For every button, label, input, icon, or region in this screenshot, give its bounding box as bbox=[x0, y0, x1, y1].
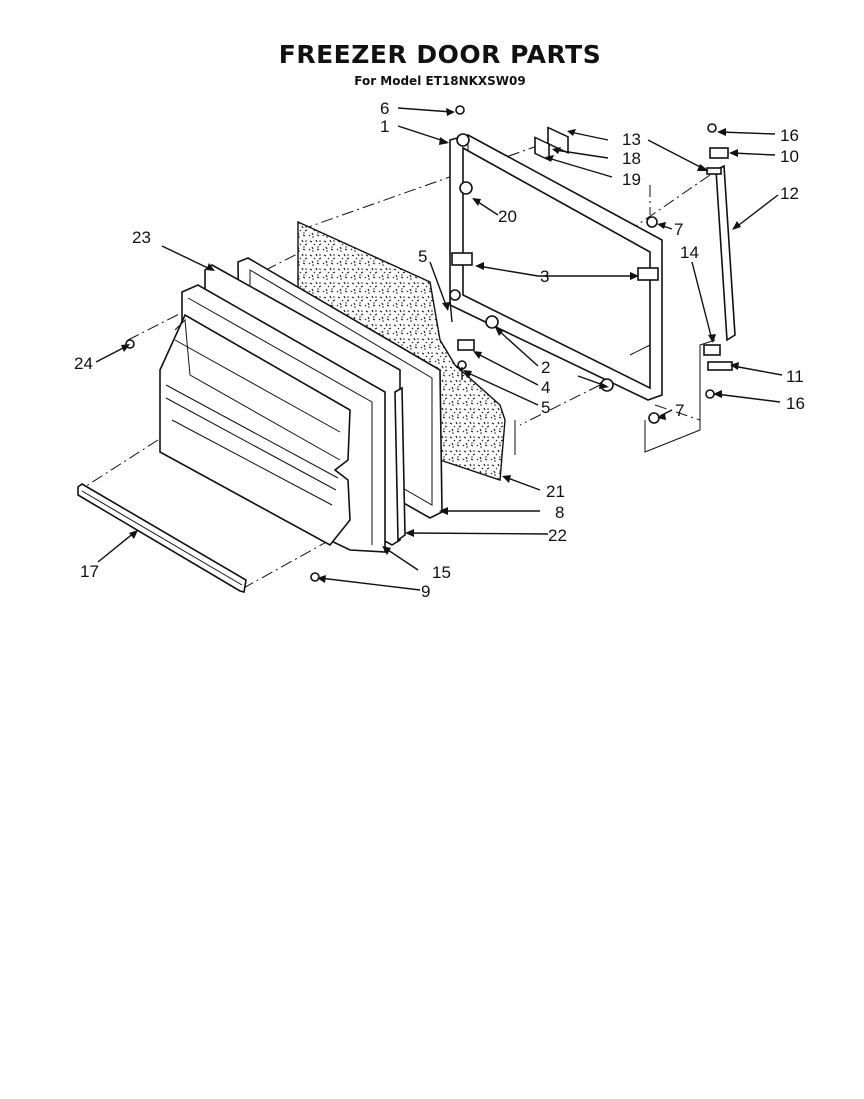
callout-8: 8 bbox=[555, 503, 564, 522]
callout-9: 9 bbox=[421, 582, 430, 601]
handle-channel-part bbox=[394, 386, 406, 542]
door-liner-part bbox=[159, 313, 351, 547]
page-subtitle: For Model ET18NKXSW09 bbox=[354, 74, 526, 88]
arrow-heads bbox=[121, 108, 741, 583]
callout-10: 10 bbox=[780, 147, 799, 166]
callout-2: 2 bbox=[541, 358, 550, 377]
page-title: FREEZER DOOR PARTS bbox=[278, 40, 602, 69]
callout-4: 4 bbox=[541, 378, 550, 397]
callout-16b: 16 bbox=[786, 394, 805, 413]
shelf-bar-part bbox=[77, 483, 247, 593]
callout-6: 6 bbox=[380, 99, 389, 118]
callout-5a: 5 bbox=[418, 247, 427, 266]
hardware-parts bbox=[125, 105, 733, 582]
callout-3: 3 bbox=[540, 267, 549, 286]
callout-5b: 5 bbox=[541, 398, 550, 417]
callout-17: 17 bbox=[80, 562, 99, 581]
callout-18: 18 bbox=[622, 149, 641, 168]
callout-11: 11 bbox=[786, 367, 804, 386]
callout-24: 24 bbox=[74, 354, 93, 373]
callout-21: 21 bbox=[546, 482, 565, 501]
callout-15: 15 bbox=[432, 563, 451, 582]
handle-part bbox=[715, 164, 736, 342]
door-frame-part bbox=[449, 134, 663, 401]
callout-19: 19 bbox=[622, 170, 641, 189]
callout-22: 22 bbox=[548, 526, 567, 545]
callout-14: 14 bbox=[680, 243, 699, 262]
callout-7a: 7 bbox=[674, 220, 683, 239]
callout-16a: 16 bbox=[780, 126, 799, 145]
callout-7b: 7 bbox=[675, 401, 684, 420]
callout-1: 1 bbox=[380, 117, 389, 136]
callout-13: 13 bbox=[622, 130, 641, 149]
callout-23: 23 bbox=[132, 228, 151, 247]
callout-12: 12 bbox=[780, 184, 799, 203]
callout-20: 20 bbox=[498, 207, 517, 226]
leader-lines bbox=[95, 107, 783, 591]
callout-labels: 6 1 13 18 19 16 10 12 20 7 23 5 14 3 24 … bbox=[74, 99, 805, 601]
